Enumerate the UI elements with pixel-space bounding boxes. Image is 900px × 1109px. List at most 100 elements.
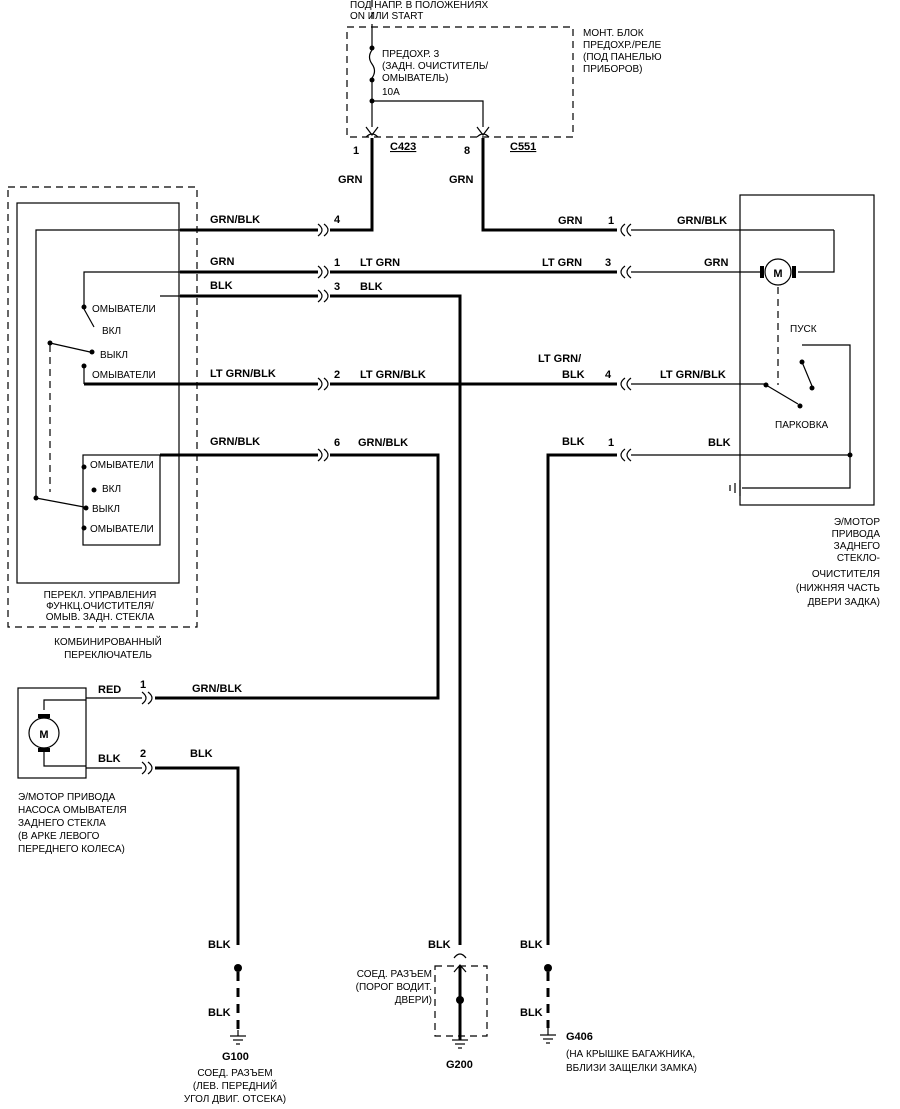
wiper-motor-m: M: [773, 268, 782, 280]
wire-label-grn-blk: GRN/BLK: [677, 215, 727, 227]
wiper-switch-label-line1: ПЕРЕКЛ. УПРАВЛЕНИЯ: [44, 590, 157, 601]
inline-connector: [317, 265, 323, 279]
wire-label-lt-grn: LT GRN: [542, 257, 582, 269]
fuse-branch-c551: [372, 100, 484, 127]
fuse-block-outline: [346, 26, 574, 138]
wire-label-blk: BLK: [208, 939, 231, 951]
wiper-control-switch-outline: [16, 202, 180, 584]
wire-label-blk: BLK: [520, 939, 543, 951]
wire-label-grn: GRN: [449, 174, 474, 186]
inline-connector: [317, 377, 323, 391]
pin-1: 1: [334, 257, 340, 269]
wire-label-blk: BLK: [190, 748, 213, 760]
wire-label-grn: GRN: [704, 257, 729, 269]
wiper-motor-label: ЗАДНЕГО: [834, 541, 881, 552]
wiper-motor-label: СТЕКЛО-: [837, 553, 880, 564]
fuse-label-line2: (ЗАДН. ОЧИСТИТЕЛЬ/: [382, 61, 488, 72]
motor-brush: [792, 266, 796, 278]
switch-washers-label: ОМЫВАТЕЛИ: [90, 460, 154, 471]
switch-contact-dot: [81, 464, 87, 470]
wiring: GRN GRN GRN GRN/BLK 4 GRN 1 LT GRN LT GR…: [84, 138, 632, 945]
wire-label-blk: BLK: [360, 281, 383, 293]
switch-lever: [35, 497, 85, 508]
wire-label-grn-blk: GRN/BLK: [192, 683, 242, 695]
pump-pin-1: 1: [140, 679, 146, 691]
inline-connector: [323, 265, 329, 279]
wiper-internal-wire: [798, 230, 835, 273]
inline-connector: [323, 289, 329, 303]
ground-g406: BLK BLK G406 (НА КРЫШКЕ БАГАЖНИКА, ВБЛИЗ…: [520, 939, 697, 1074]
pump-motor-m: M: [39, 729, 48, 741]
motor-brush: [760, 266, 764, 278]
inline-connector: [620, 377, 626, 391]
wire-label-red: RED: [98, 684, 121, 696]
ground-g100-desc: УГОЛ ДВИГ. ОТСЕКА): [184, 1094, 286, 1105]
pin-4: 4: [334, 214, 341, 226]
wire-grn-c551: [481, 138, 617, 232]
fuse-rating: 10A: [382, 87, 400, 98]
pump-internal-wire: [43, 750, 86, 767]
wire-label-grn-blk: GRN/BLK: [210, 436, 260, 448]
ground-g100-desc: СОЕД. РАЗЪЕМ: [197, 1068, 272, 1079]
ground-g406-desc: ВБЛИЗИ ЗАЩЕЛКИ ЗАМКА): [566, 1063, 697, 1074]
wire-blk-g406: [546, 453, 617, 945]
wire-label-lt-grn-blk: LT GRN/BLK: [660, 369, 726, 381]
splice-dot: [544, 964, 552, 972]
wire-label-grn-blk: GRN/BLK: [358, 437, 408, 449]
wire-label-blk: BLK: [562, 436, 585, 448]
ground-g100-label: G100: [222, 1051, 249, 1063]
connector-c423-label: C423: [390, 141, 416, 153]
wiper-switch-label-line2: ФУНКЦ.ОЧИСТИТЕЛЯ/: [46, 601, 154, 612]
connector-c551-mate: [476, 133, 490, 138]
ground-g200-desc: ДВЕРИ): [395, 995, 432, 1006]
combination-switch-label-line2: ПЕРЕКЛЮЧАТЕЛЬ: [64, 650, 152, 661]
ground-g100-desc: (ЛЕВ. ПЕРЕДНИЙ: [193, 1079, 277, 1092]
inline-connector: [317, 223, 323, 237]
ground-g200: BLK СОЕД. РАЗЪЕМ (ПОРОГ ВОДИТ. ДВЕРИ) G2…: [356, 939, 488, 1071]
switch-on-label: ВКЛ: [102, 484, 121, 495]
fuse-label-line3: ОМЫВАТЕЛЬ): [382, 73, 448, 84]
wire-label-blk: BLK: [520, 1007, 543, 1019]
inline-connector: [620, 223, 626, 237]
switch-contact-dot: [81, 363, 87, 369]
motor-brush: [38, 714, 50, 718]
inline-connector: [453, 953, 467, 959]
ground-g100: BLK BLK G100 СОЕД. РАЗЪЕМ (ЛЕВ. ПЕРЕДНИЙ…: [184, 939, 286, 1105]
supply-label-line2: ON ИЛИ START: [350, 11, 423, 22]
wire-label-blk: BLK: [208, 1007, 231, 1019]
park-switch-wire: [802, 344, 851, 455]
inline-connector: [620, 448, 626, 462]
wire-label-blk: BLK: [708, 437, 731, 449]
switch-washers-label: ОМЫВАТЕЛИ: [92, 370, 156, 381]
switch-washers-label: ОМЫВАТЕЛИ: [90, 524, 154, 535]
pin-2: 2: [334, 369, 340, 381]
combination-switch-label-line1: КОМБИНИРОВАННЫЙ: [54, 635, 162, 648]
fuse-block-title-line2: ПРЕДОХР./РЕЛЕ: [583, 40, 662, 51]
supply-label-line1: ПОД НАПР. В ПОЛОЖЕНИЯХ: [350, 0, 489, 11]
connector-c551-label: C551: [510, 141, 536, 153]
switch-off-label: ВЫКЛ: [92, 504, 120, 515]
pin-6: 6: [334, 437, 340, 449]
ground-g200-label: G200: [446, 1059, 473, 1071]
splice-dot: [456, 996, 464, 1004]
inline-connector: [147, 761, 153, 775]
inline-connector: [141, 691, 147, 705]
wire-grn-c423: [330, 138, 374, 232]
switch-contact-dot: [797, 403, 803, 409]
switch-blade: [83, 308, 95, 328]
inline-connector: [620, 265, 626, 279]
pump-motor-label: ЗАДНЕГО СТЕКЛА: [18, 818, 106, 829]
wiper-motor-label: Э/МОТОР: [834, 517, 881, 528]
wire-label-blk: BLK: [562, 369, 585, 381]
inline-connector: [626, 448, 632, 462]
wiper-park-label: ПАРКОВКА: [775, 420, 829, 431]
switch-wire: [83, 271, 180, 305]
wire-label-lt-grn-blk: LT GRN/BLK: [360, 369, 426, 381]
splice-dot: [234, 964, 242, 972]
pump-motor-label: ПЕРЕДНЕГО КОЛЕСА): [18, 844, 125, 855]
wire-label-lt-grn: LT GRN: [360, 257, 400, 269]
wiper-motor-label: (НИЖНЯЯ ЧАСТЬ: [796, 583, 881, 594]
fuse-symbol: [368, 49, 376, 79]
c423-pin: 1: [353, 145, 359, 157]
